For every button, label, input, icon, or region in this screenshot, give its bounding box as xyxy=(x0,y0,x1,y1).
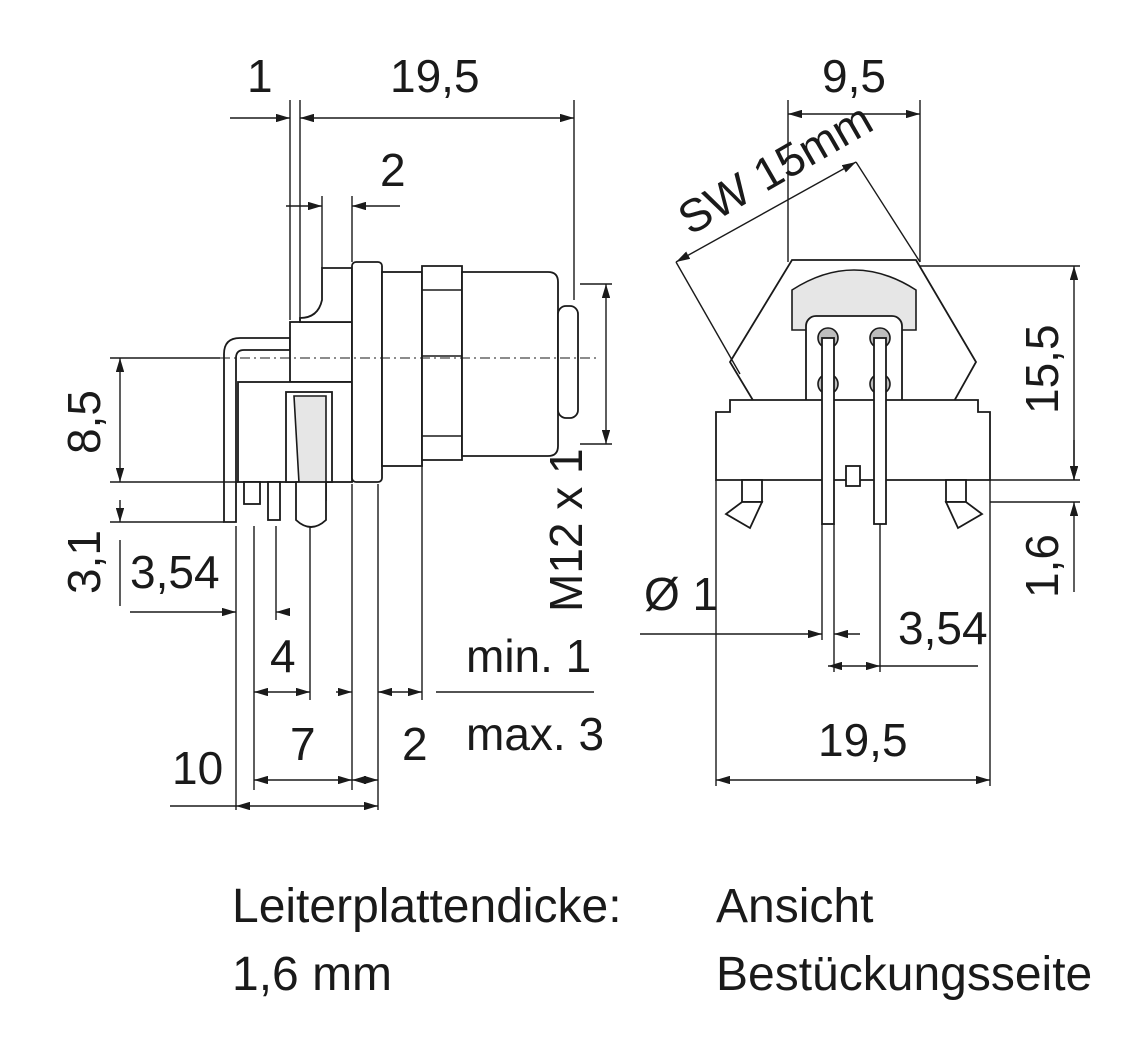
pin-right xyxy=(295,481,327,528)
dim-7: 7 xyxy=(290,718,316,770)
pin-front-1 xyxy=(821,337,835,525)
thread-shaft xyxy=(381,271,423,467)
dim-1: 1 xyxy=(247,50,273,102)
pin-mid xyxy=(267,481,281,521)
leg-left-hook xyxy=(724,501,764,530)
dim-8-5: 8,5 xyxy=(58,390,110,454)
dim-min: min. 1 xyxy=(466,630,591,682)
bent-pin xyxy=(223,337,291,523)
connector-tip xyxy=(557,305,579,419)
front-view: 9,5 SW 15mm 15,5 1,6 Ø 1 3,54 19,5 Ansic… xyxy=(640,50,1092,1001)
dim-3-54-right: 3,54 xyxy=(898,602,988,654)
panel-nut xyxy=(351,261,383,483)
dim-10: 10 xyxy=(172,742,223,794)
dim-wrench-size: SW 15mm xyxy=(669,92,881,244)
dim-19-5-bottom: 19,5 xyxy=(818,714,908,766)
center-peg xyxy=(845,465,861,487)
dim-phi-1: Ø 1 xyxy=(644,568,718,620)
flange xyxy=(289,321,353,383)
caption-board-thickness-label: Leiterplattendicke: xyxy=(232,880,622,933)
dim-19-5-top: 19,5 xyxy=(390,50,480,102)
insert-top xyxy=(791,269,917,331)
pin-left xyxy=(243,481,261,505)
dim-15-5: 15,5 xyxy=(1016,324,1068,414)
dim-3-1: 3,1 xyxy=(58,530,110,594)
dim-4: 4 xyxy=(270,630,296,682)
flange-top-lip xyxy=(299,267,353,323)
dim-1-6: 1,6 xyxy=(1016,534,1068,598)
hex-nut xyxy=(421,265,463,461)
caption-view-side: Bestückungsseite xyxy=(716,948,1092,1001)
pin-front-2 xyxy=(873,337,887,525)
dim-thread: M12 x 1 xyxy=(540,448,592,612)
leg-right xyxy=(945,479,967,503)
dim-3-54-left: 3,54 xyxy=(130,546,220,598)
leg-left xyxy=(741,479,763,503)
dim-9-5: 9,5 xyxy=(822,50,886,102)
dim-2-bottom: 2 xyxy=(402,718,428,770)
leg-right-hook xyxy=(944,501,984,530)
caption-view-label: Ansicht xyxy=(716,880,873,933)
dim-max: max. 3 xyxy=(466,708,604,760)
connector-cylinder xyxy=(461,271,559,457)
side-view: 1 19,5 2 8,5 3,1 3,54 M12 x 1 4 min. 1 7… xyxy=(58,50,622,1001)
caption-board-thickness-value: 1,6 mm xyxy=(232,948,392,1001)
dim-2-top: 2 xyxy=(380,144,406,196)
